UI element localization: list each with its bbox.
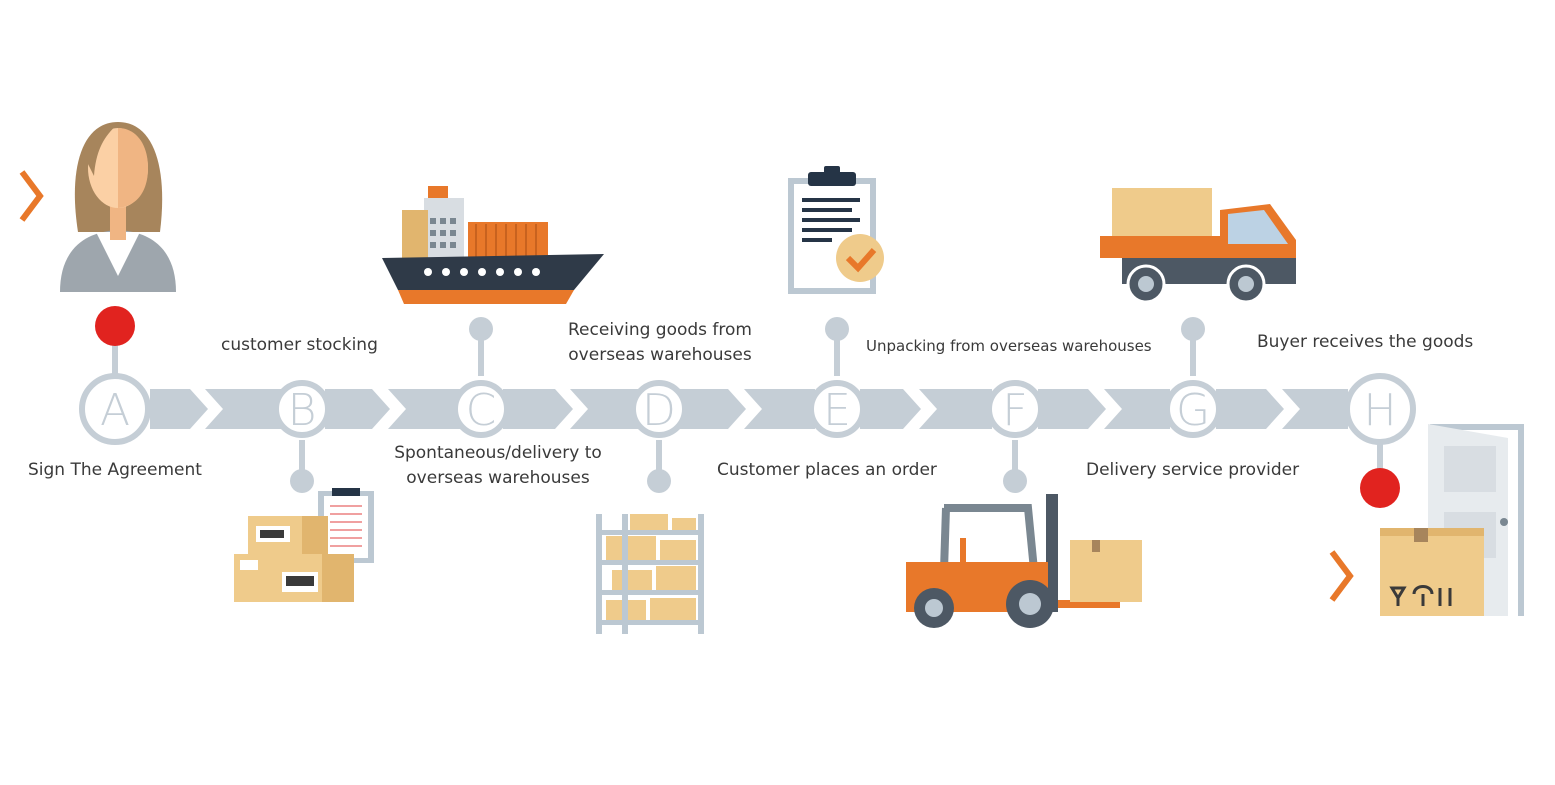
track-arrow-8 xyxy=(744,389,815,429)
step-label-b: customer stocking xyxy=(221,335,378,355)
step-node-f: F xyxy=(986,380,1044,438)
cargo-ship-icon xyxy=(382,186,604,304)
track-arrow-2 xyxy=(205,389,282,429)
step-letter-d: D xyxy=(642,385,676,436)
step-label-a: Sign The Agreement xyxy=(28,460,202,480)
pin-dot-d xyxy=(647,469,671,493)
step-node-c: C xyxy=(452,380,510,438)
step-letter-b: B xyxy=(288,385,317,436)
track-arrow-7 xyxy=(680,389,746,429)
track-arrow-1 xyxy=(150,389,208,429)
step-node-h: H xyxy=(1344,373,1416,445)
pin-dot-g xyxy=(1181,317,1205,341)
connectors xyxy=(95,306,1400,508)
step-label-d-line2: overseas warehouses xyxy=(568,345,752,365)
step-label-c-line1: Spontaneous/delivery to xyxy=(394,443,602,463)
step-label-e: Customer places an order xyxy=(717,460,937,480)
step-letter-h: H xyxy=(1363,385,1396,436)
pin-dot-e xyxy=(825,317,849,341)
step-node-e: E xyxy=(808,380,866,438)
track-arrow-14 xyxy=(1282,389,1348,429)
step-label-c: Spontaneous/delivery to overseas warehou… xyxy=(384,441,612,491)
step-letter-e: E xyxy=(823,385,851,436)
process-track xyxy=(150,389,1348,429)
marker-dot-a xyxy=(95,306,135,346)
pin-dot-c xyxy=(469,317,493,341)
pin-dot-b xyxy=(290,469,314,493)
step-node-d: D xyxy=(630,380,688,438)
track-arrow-13 xyxy=(1216,389,1284,429)
step-letter-a: A xyxy=(100,385,130,436)
doorstep-parcel-icon xyxy=(1380,424,1524,616)
step-label-d: Receiving goods from overseas warehouses xyxy=(558,318,762,368)
track-arrow-5 xyxy=(503,389,573,429)
track-arrow-3 xyxy=(325,389,390,429)
delivery-truck-icon xyxy=(1100,188,1296,304)
track-arrow-10 xyxy=(919,389,992,429)
step-node-b: B xyxy=(273,380,331,438)
boxes-with-clipboard-icon xyxy=(234,488,374,602)
track-arrow-9 xyxy=(860,389,921,429)
track-arrow-12 xyxy=(1104,389,1170,429)
track-arrow-6 xyxy=(570,389,638,429)
step-node-g: G xyxy=(1164,380,1222,438)
pin-dot-f xyxy=(1003,469,1027,493)
step-label-g: Delivery service provider xyxy=(1086,460,1300,480)
checklist-clipboard-icon xyxy=(788,166,884,294)
step-letter-c: C xyxy=(466,385,497,436)
forklift-icon xyxy=(906,494,1142,628)
step-node-a: A xyxy=(79,373,151,445)
step-letter-g: G xyxy=(1176,385,1210,436)
step-letter-f: F xyxy=(1002,385,1027,436)
step-label-f: Unpacking from overseas warehouses xyxy=(866,337,1152,355)
track-arrow-11 xyxy=(1038,389,1106,429)
chevron-right-icon xyxy=(1329,550,1354,602)
chevron-right-icon xyxy=(19,170,44,222)
marker-dot-h xyxy=(1360,468,1400,508)
track-arrow-4 xyxy=(388,389,460,429)
warehouse-shelf-icon xyxy=(596,514,704,634)
step-nodes: A B C D E F G xyxy=(79,373,1416,445)
step-label-d-line1: Receiving goods from xyxy=(568,320,752,340)
step-label-h: Buyer receives the goods xyxy=(1257,332,1474,352)
step-label-c-line2: overseas warehouses xyxy=(406,468,590,488)
businesswoman-icon xyxy=(60,122,176,292)
